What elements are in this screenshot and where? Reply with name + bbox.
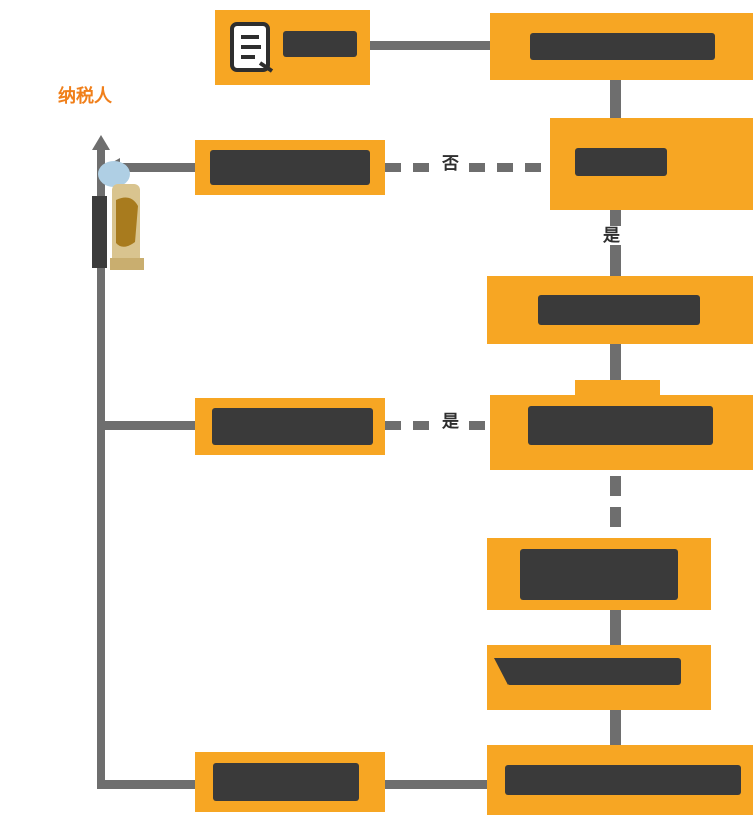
connector-c-to-d bbox=[610, 344, 621, 382]
dashed-connector-d-to-e bbox=[610, 476, 621, 532]
edge-label-yes-down: 是 bbox=[601, 226, 622, 245]
node-apply-text-block bbox=[283, 31, 357, 57]
node-apply-box bbox=[215, 10, 370, 85]
node-1-text-block bbox=[210, 150, 370, 185]
edge-label-no: 否 bbox=[440, 154, 461, 173]
edge-label-yes: 是 bbox=[440, 412, 461, 431]
arrow-up-icon bbox=[92, 135, 110, 150]
node-d-tab bbox=[575, 380, 660, 397]
node-3-text-block bbox=[213, 763, 359, 801]
node-b-box bbox=[550, 118, 753, 210]
node-c-box bbox=[487, 276, 753, 344]
node-1-box bbox=[195, 140, 385, 195]
dashed-line-no bbox=[385, 163, 550, 172]
node-a-text-block bbox=[530, 33, 715, 60]
left-spine-line bbox=[97, 150, 105, 789]
branch-line-2 bbox=[105, 421, 195, 430]
node-2-text-block bbox=[212, 408, 373, 445]
node-g-box bbox=[487, 745, 753, 815]
connector-a-to-b bbox=[610, 80, 621, 120]
node-c-text-block bbox=[538, 295, 700, 325]
node-d-text-block bbox=[528, 406, 713, 445]
node-f-box bbox=[487, 645, 711, 710]
connector-e-to-f bbox=[610, 610, 621, 646]
taxpayer-label: 纳税人 bbox=[58, 86, 112, 106]
document-icon bbox=[230, 22, 274, 73]
node-d-box bbox=[490, 395, 753, 470]
node-f-text-block bbox=[494, 658, 681, 685]
node-e-text-block bbox=[520, 549, 678, 600]
node-2-box bbox=[195, 398, 385, 455]
node-a-box bbox=[490, 13, 753, 80]
branch-line-1 bbox=[120, 163, 195, 172]
node-b-text-block bbox=[575, 148, 667, 176]
taxpayer-figure bbox=[92, 161, 144, 270]
node-3-box bbox=[195, 752, 385, 812]
node-g-text-block bbox=[505, 765, 741, 795]
connector-bottom-horizontal bbox=[385, 780, 487, 789]
connector-top-horizontal bbox=[370, 41, 490, 50]
branch-line-3 bbox=[97, 780, 195, 789]
dashed-line-yes bbox=[385, 421, 490, 430]
connector-f-to-g bbox=[610, 710, 621, 746]
node-e-box bbox=[487, 538, 711, 610]
